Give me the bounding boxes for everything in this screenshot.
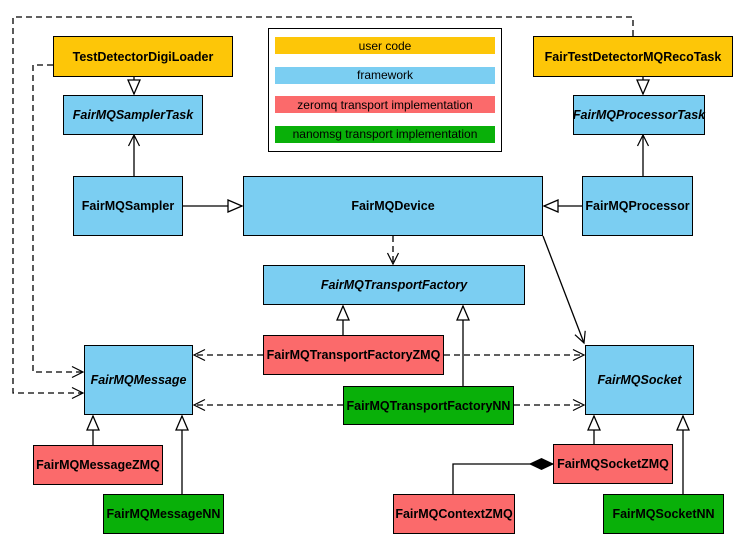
node-fairmqtransportfactorynn: FairMQTransportFactoryNN [343,386,514,425]
node-fairmqsocketnn: FairMQSocketNN [603,494,724,534]
node-fairmqtransportfactoryzmq: FairMQTransportFactoryZMQ [263,335,444,375]
node-fairmqmessagezmq: FairMQMessageZMQ [33,445,163,485]
node-fairmqmessagenn: FairMQMessageNN [103,494,224,534]
edge-contextzmq-socketzmq [452,457,555,494]
legend-item-zeromq: zeromq transport implementation [275,96,495,114]
node-fairtestdetectormqrecotask: FairTestDetectorMQRecoTask [533,36,733,77]
legend: user code framework zeromq transport imp… [268,28,502,152]
node-fairmqcontextzmq: FairMQContextZMQ [393,494,515,534]
edge-device-socket [542,235,586,345]
node-fairmqprocessortask: FairMQProcessorTask [573,95,705,135]
legend-item-nanomsg: nanomsg transport implementation [275,125,495,143]
node-fairmqsamplertask: FairMQSamplerTask [63,95,203,135]
node-testdetectordigiloader: TestDetectorDigiLoader [53,36,233,77]
edge-recotask-message [12,16,634,400]
node-fairmqtransportfactory: FairMQTransportFactory [263,265,525,305]
node-fairmqsampler: FairMQSampler [73,176,183,236]
node-fairmqsocketzmq: FairMQSocketZMQ [553,444,673,484]
node-fairmqdevice: FairMQDevice [243,176,543,236]
legend-item-framework: framework [275,66,495,84]
legend-item-user-code: user code [275,37,495,54]
node-fairmqprocessor: FairMQProcessor [582,176,693,236]
node-fairmqsocket: FairMQSocket [585,345,694,415]
edge-digiloader-message [32,64,85,379]
node-fairmqmessage: FairMQMessage [84,345,193,415]
